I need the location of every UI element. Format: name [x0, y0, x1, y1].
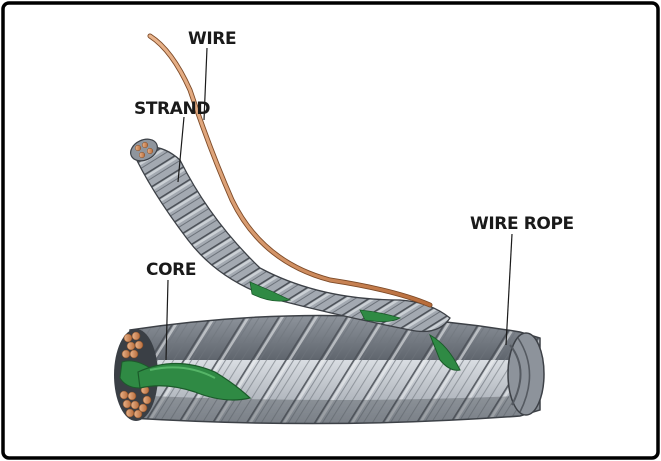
wire	[147, 33, 433, 308]
wire-label: WIRE	[188, 29, 236, 49]
wire-rope-leader	[505, 233, 513, 346]
strand-label: STRAND	[134, 99, 210, 119]
core-label: CORE	[146, 260, 196, 280]
wire-leader	[203, 47, 208, 121]
wire-rope-label: WIRE ROPE	[470, 214, 574, 234]
core-leader	[165, 279, 169, 361]
strand-leader	[177, 116, 185, 183]
rope-core	[137, 333, 461, 401]
strand	[130, 138, 451, 333]
